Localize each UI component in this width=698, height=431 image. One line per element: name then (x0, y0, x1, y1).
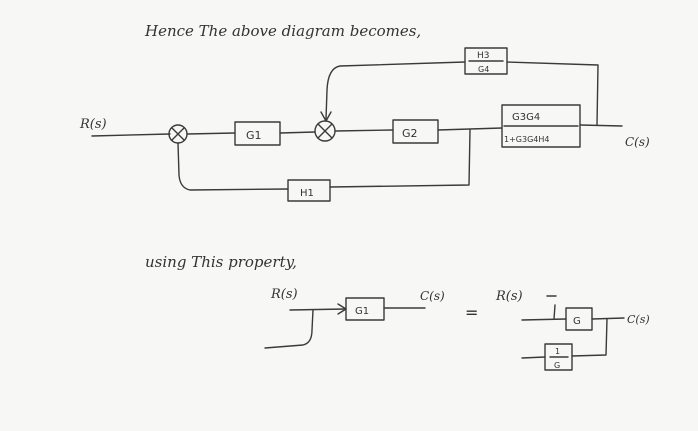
line-sum2-g2 (334, 129, 394, 132)
prop-left-output-label: C(s) (420, 289, 445, 303)
svg-text:1+G3G4H4: 1+G3G4H4 (504, 135, 549, 144)
summing-junction-1 (168, 124, 188, 144)
feedback-arrow-h3 (320, 111, 332, 122)
prop-left-input-label: R(s) (270, 287, 298, 302)
svg-text:H3: H3 (477, 51, 490, 61)
block-h3-over-g4: H3 G4 (464, 47, 508, 75)
svg-text:G: G (573, 316, 581, 327)
svg-text:G: G (554, 361, 560, 370)
block-g3g4-closed-loop: G3G4 1+G3G4H4 (501, 104, 581, 148)
svg-text:G1: G1 (246, 129, 262, 142)
prop-left-block-g1: G1 (345, 297, 385, 321)
equals-sign: = (465, 303, 478, 322)
svg-text:G3G4: G3G4 (512, 112, 540, 123)
main-output-label: C(s) (625, 135, 650, 149)
prop-left-branch-line (264, 309, 314, 349)
main-input-label: R(s) (79, 117, 107, 132)
feedback-path-h1-left (177, 142, 289, 191)
heading-text: Hence The above diagram becomes, (144, 22, 421, 40)
svg-text:1: 1 (555, 347, 560, 356)
prop-right-input-label: R(s) (495, 289, 523, 304)
property-caption: using This property, (145, 253, 297, 271)
block-g1: G1 (234, 121, 281, 146)
output-line (579, 124, 623, 127)
feedback-path-h3-left (325, 61, 466, 120)
block-h1: H1 (287, 179, 331, 202)
block-g2: G2 (392, 119, 439, 144)
line-g1-sum2 (279, 131, 316, 134)
prop-right-feedback-line (571, 318, 608, 357)
svg-text:G4: G4 (478, 65, 489, 74)
prop-right-input-line (521, 318, 567, 321)
prop-right-output-line (591, 317, 625, 320)
prop-right-block-g: G (565, 307, 593, 331)
prop-left-input-line (289, 308, 346, 311)
summing-junction-2 (314, 120, 336, 142)
feedback-path-h3-right (506, 61, 599, 126)
line-sum1-g1 (186, 132, 236, 135)
svg-text:H1: H1 (300, 188, 314, 199)
prop-right-feedback-out-line (521, 356, 546, 359)
svg-text:G1: G1 (355, 306, 369, 317)
prop-right-block-1-over-g: 1 G (544, 343, 573, 371)
prop-right-input-tick (553, 304, 556, 320)
svg-text:G2: G2 (402, 127, 418, 140)
line-g2-g34 (437, 127, 503, 131)
feedback-path-h1-right (329, 129, 471, 188)
prop-right-output-label: C(s) (627, 313, 650, 326)
input-line (91, 133, 171, 137)
